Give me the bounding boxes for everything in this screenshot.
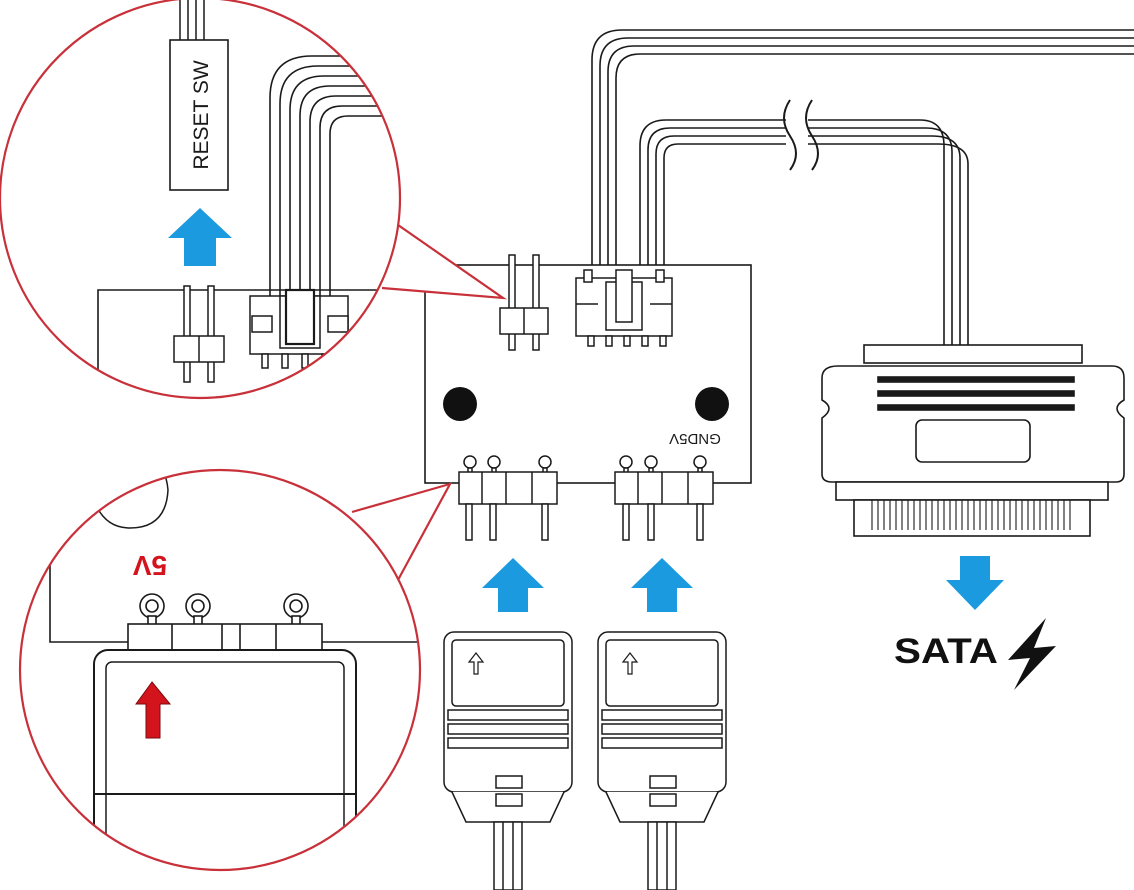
argb-plug-2	[597, 631, 727, 890]
blue-arrow-up-icon	[482, 558, 544, 612]
argb-plug-1	[443, 631, 573, 890]
zoom-circle-bottom	[18, 468, 422, 872]
mount-hole-left	[443, 387, 477, 421]
lightning-bolt-icon	[1008, 618, 1056, 690]
argb-header-1	[458, 455, 558, 541]
blue-arrow-up-icon	[168, 208, 232, 266]
cable-break-icon	[783, 99, 819, 171]
blue-arrow-down-icon	[946, 556, 1004, 610]
sata-label: SATA	[894, 632, 998, 671]
sata-cable-wires	[591, 29, 1134, 345]
sata-plug	[821, 344, 1125, 537]
plug-arrow-outline-icon	[467, 652, 485, 675]
zoom-circle-top	[0, 0, 402, 400]
reset-sw-tag	[169, 39, 229, 191]
reset-sw-label: RESET SW	[190, 60, 213, 169]
zoom-callout-5v: 5V	[18, 468, 453, 872]
gnd5v-label: GND5V	[669, 430, 721, 447]
plug-arrow-outline-icon	[621, 652, 639, 675]
zoom-callout-reset: RESET SW	[0, 0, 507, 400]
mount-hole-right	[695, 387, 729, 421]
reset-header-pins	[499, 254, 549, 351]
argb-header-2	[614, 455, 714, 541]
blue-arrow-up-icon	[631, 558, 693, 612]
red-arrow-up-icon	[135, 681, 172, 739]
power-input-connector	[575, 269, 673, 347]
five-v-label: 5V	[133, 550, 168, 581]
